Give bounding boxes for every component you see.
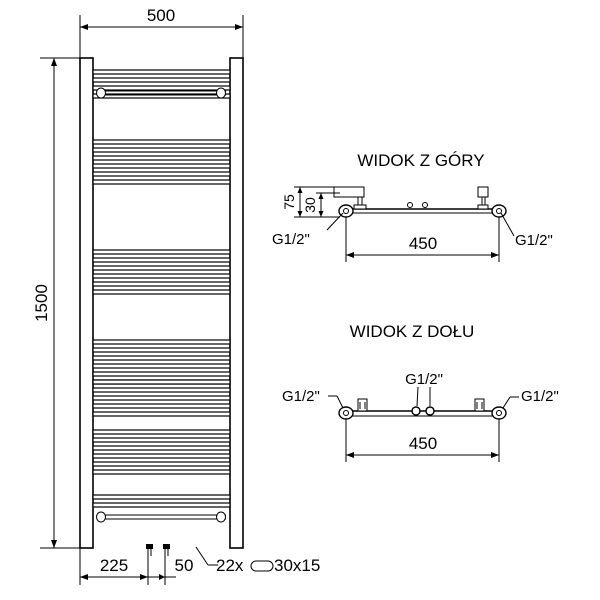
bottom-view-center-connection-icon [411,406,421,416]
connection-spacing-label: 50 [175,556,194,575]
horizontal-rail [92,502,231,508]
horizontal-rail [92,395,231,401]
horizontal-rail [92,437,231,443]
horizontal-rail [92,355,231,361]
top-view-right-connection-label: G1/2" [515,232,553,249]
bottom-view-right-connection-label: G1/2" [521,388,559,405]
top-left-bracket-icon [96,87,106,99]
top-view: WIDOK Z GÓRY 75 30 G1/2" [272,151,553,262]
horizontal-rail [92,387,231,393]
bottom-right-bracket-icon [216,511,226,523]
horizontal-rail [92,179,231,185]
horizontal-rail [92,163,231,169]
width-label: 500 [147,6,175,25]
horizontal-rail [92,461,231,467]
tube-callout: 22x 30x15 [195,546,320,575]
tube-count-label: 22x [216,556,244,575]
horizontal-rail [92,139,231,145]
horizontal-rail [92,429,231,435]
bottom-connection-stubs [146,544,170,556]
horizontal-rail [92,363,231,369]
bottom-view-title: WIDOK Z DOŁU [350,322,475,341]
tube-size-label: 30x15 [274,556,320,575]
top-right-bracket-icon [216,87,226,99]
horizontal-rail [92,257,231,263]
horizontal-rail [92,93,231,99]
horizontal-rail [92,403,231,409]
horizontal-rail [92,289,231,295]
bottom-view: WIDOK Z DOŁU G1/2" G1/2" G1/2" [282,322,559,462]
horizontal-rail [92,281,231,287]
horizontal-rail [92,469,231,475]
horizontal-rail [92,69,231,75]
top-view-depth-outer-label: 75 [281,194,297,210]
horizontal-rail [92,494,231,500]
bottom-view-left-connection-label: G1/2" [282,388,320,405]
left-offset-label: 225 [100,556,128,575]
top-view-spacing-label: 450 [409,234,437,253]
width-dimension: 500 [79,6,244,58]
horizontal-rail [92,171,231,177]
horizontal-rail [92,411,231,417]
top-view-left-connection-label: G1/2" [272,231,310,248]
bottom-left-bracket-icon [96,511,106,523]
horizontal-rail [92,273,231,279]
top-view-title: WIDOK Z GÓRY [357,151,484,170]
front-view: 500 1500 225 50 22x 30x1 [32,6,320,585]
tube-profile-icon [250,560,274,572]
horizontal-rail [92,453,231,459]
horizontal-rail [92,77,231,83]
bottom-view-center-connection-label: G1/2" [405,371,443,388]
horizontal-rail [92,265,231,271]
horizontal-rail [92,379,231,385]
height-dimension: 1500 [32,57,80,549]
right-collector [229,57,244,549]
horizontal-rail [92,445,231,451]
horizontal-rail [92,371,231,377]
horizontal-rails [92,69,231,508]
top-mounting-brackets [96,87,226,99]
horizontal-rail [92,85,231,91]
height-label: 1500 [32,284,51,322]
horizontal-rail [92,155,231,161]
top-view-depth-inner-label: 30 [302,197,318,213]
bottom-mounting-brackets [96,511,226,523]
bottom-offset-dimensions: 225 50 [79,548,194,585]
horizontal-rail [92,339,231,345]
bottom-view-spacing-label: 450 [409,434,437,453]
horizontal-rail [92,147,231,153]
left-collector [79,57,94,549]
horizontal-rail [92,249,231,255]
horizontal-rail [92,347,231,353]
